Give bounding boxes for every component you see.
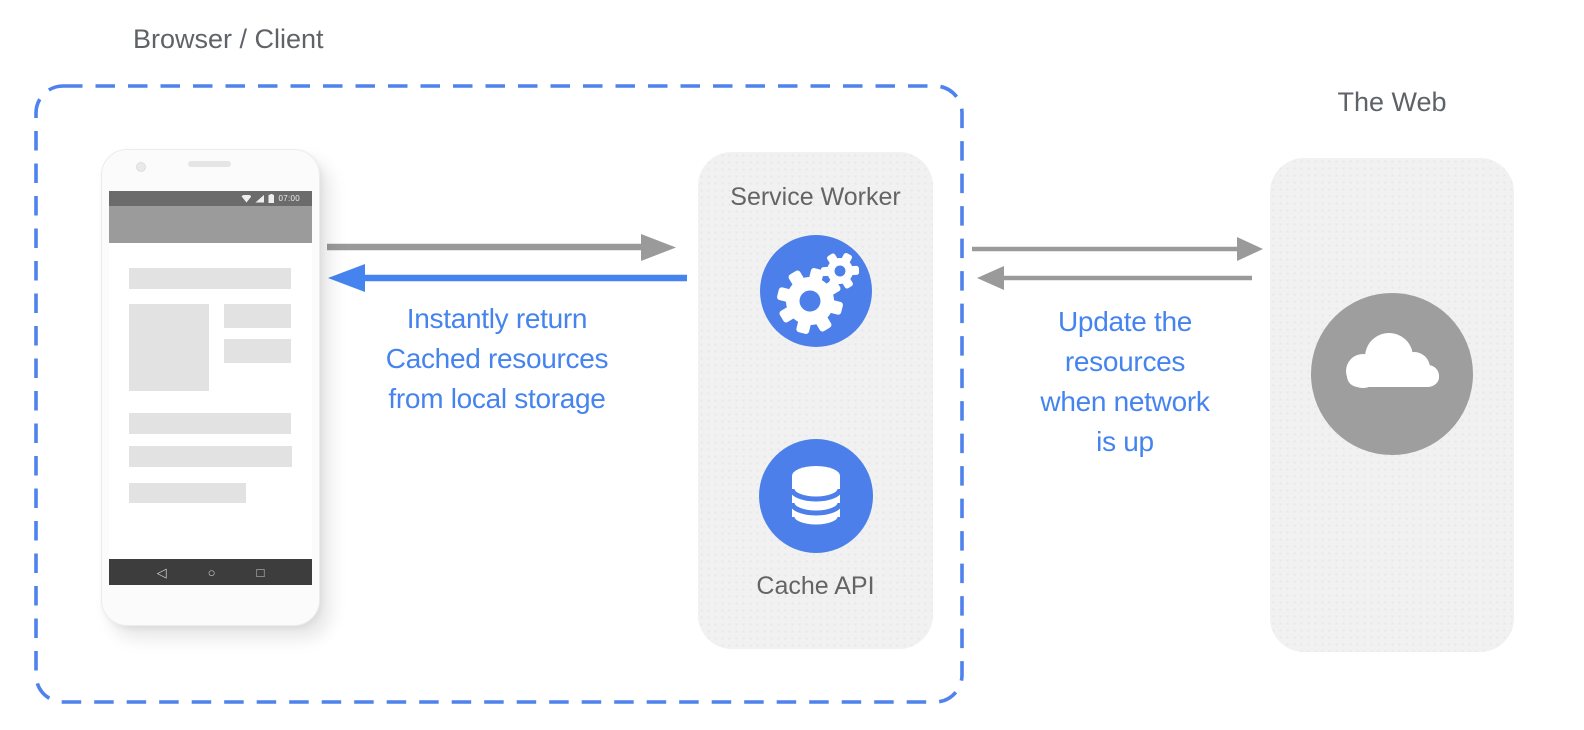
phone-app-bar [109,206,312,243]
annotation-line: is up [1096,426,1154,457]
phone-mockup: 07:00 ◁ ○ □ [101,149,320,626]
service-worker-panel: Service Worker [698,152,933,649]
browser-client-label: Browser / Client [133,24,324,54]
placeholder-block [129,483,246,503]
database-icon [789,466,842,530]
phone-camera-dot [136,162,146,172]
placeholder-block [129,268,291,289]
phone-page-content [109,243,312,559]
the-web-panel [1270,158,1514,652]
gears-icon [776,252,859,334]
home-icon: ○ [207,564,216,580]
request-arrow [327,234,676,261]
service-worker-circle [759,235,872,347]
placeholder-image-block [129,304,209,391]
annotation-line: from local storage [388,383,606,414]
cell-signal-icon [255,194,265,203]
phone-status-bar: 07:00 [109,191,312,206]
web-circle [1311,293,1473,455]
placeholder-block [129,413,291,434]
annotation-line: when network [1040,386,1210,417]
phone-screen: 07:00 ◁ ○ □ [109,191,312,585]
network-update-annotation: Update the resources when network is up [975,302,1275,462]
the-web-label: The Web [1337,87,1447,117]
network-response-arrow [977,266,1252,290]
cache-api-label: Cache API [756,572,875,600]
cached-response-arrow [328,264,687,292]
annotation-line: Instantly return [406,303,588,334]
cloud-icon [1346,333,1439,388]
phone-nav-bar: ◁ ○ □ [109,559,312,585]
placeholder-block [224,304,291,328]
service-worker-title: Service Worker [730,183,901,211]
cache-api-circle [758,439,873,553]
placeholder-block [129,446,292,467]
status-time: 07:00 [278,194,300,203]
wifi-icon [241,194,252,203]
network-fetch-arrow [972,237,1263,261]
back-icon: ◁ [156,564,167,580]
annotation-line: Update the [1058,306,1192,337]
phone-speaker [188,161,231,167]
cached-response-annotation: Instantly return Cached resources from l… [337,299,657,419]
annotation-line: resources [1064,346,1186,377]
annotation-line: Cached resources [385,343,609,374]
battery-icon [268,194,275,203]
recents-icon: □ [256,564,265,580]
placeholder-block [224,339,291,363]
